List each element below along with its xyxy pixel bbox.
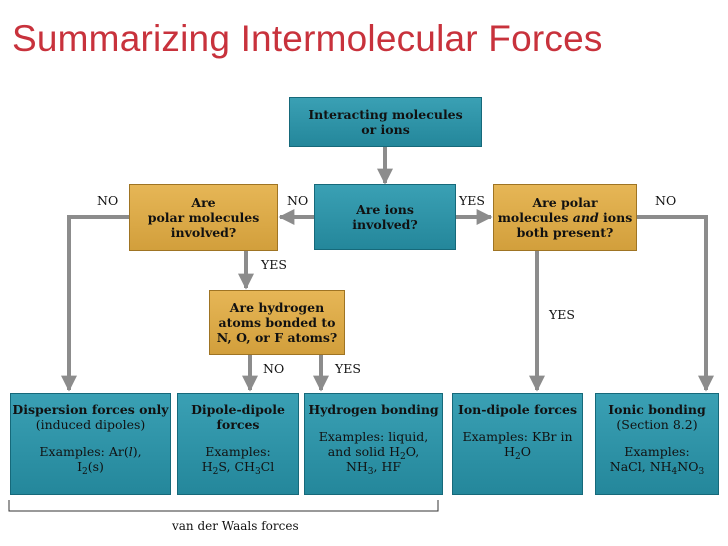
result-hydrogen-bonding: Hydrogen bonding Examples: liquid, and s… (304, 393, 443, 495)
label-no-hbond: NO (263, 361, 285, 376)
ions-question-node: Are ions involved? (314, 184, 456, 250)
result-ionic-bonding: Ionic bonding (Section 8.2) Examples: Na… (595, 393, 719, 495)
arrow-polar-ions-no-to-ionic (637, 215, 714, 392)
van-der-waals-caption: van der Waals forces (172, 519, 299, 533)
label-no-right: NO (655, 193, 677, 208)
label-yes-hbond: YES (335, 361, 361, 376)
label-yes-polar: YES (261, 257, 287, 272)
result-dipole-dipole: Dipole-dipole forces Examples: H2S, CH3C… (177, 393, 299, 495)
polar-question-node: Are polar molecules involved? (129, 184, 278, 251)
label-yes-mid: YES (459, 193, 485, 208)
page-title: Summarizing Intermolecular Forces (12, 18, 603, 59)
label-no-mid: NO (287, 193, 309, 208)
start-node: Interacting molecules or ions (289, 97, 482, 147)
label-no-left: NO (97, 193, 119, 208)
polar-ions-question-node: Are polar molecules and ions both presen… (493, 184, 637, 251)
result-dispersion: Dispersion forces only (induced dipoles)… (10, 393, 171, 495)
arrow-polar-no-to-dispersion (61, 215, 129, 392)
van-der-waals-bracket (8, 500, 439, 512)
result-ion-dipole: Ion-dipole forces Examples: KBr in H2O (452, 393, 583, 495)
label-yes-iondipole: YES (549, 307, 575, 322)
hbond-question-node: Are hydrogen atoms bonded to N, O, or F … (209, 290, 345, 355)
